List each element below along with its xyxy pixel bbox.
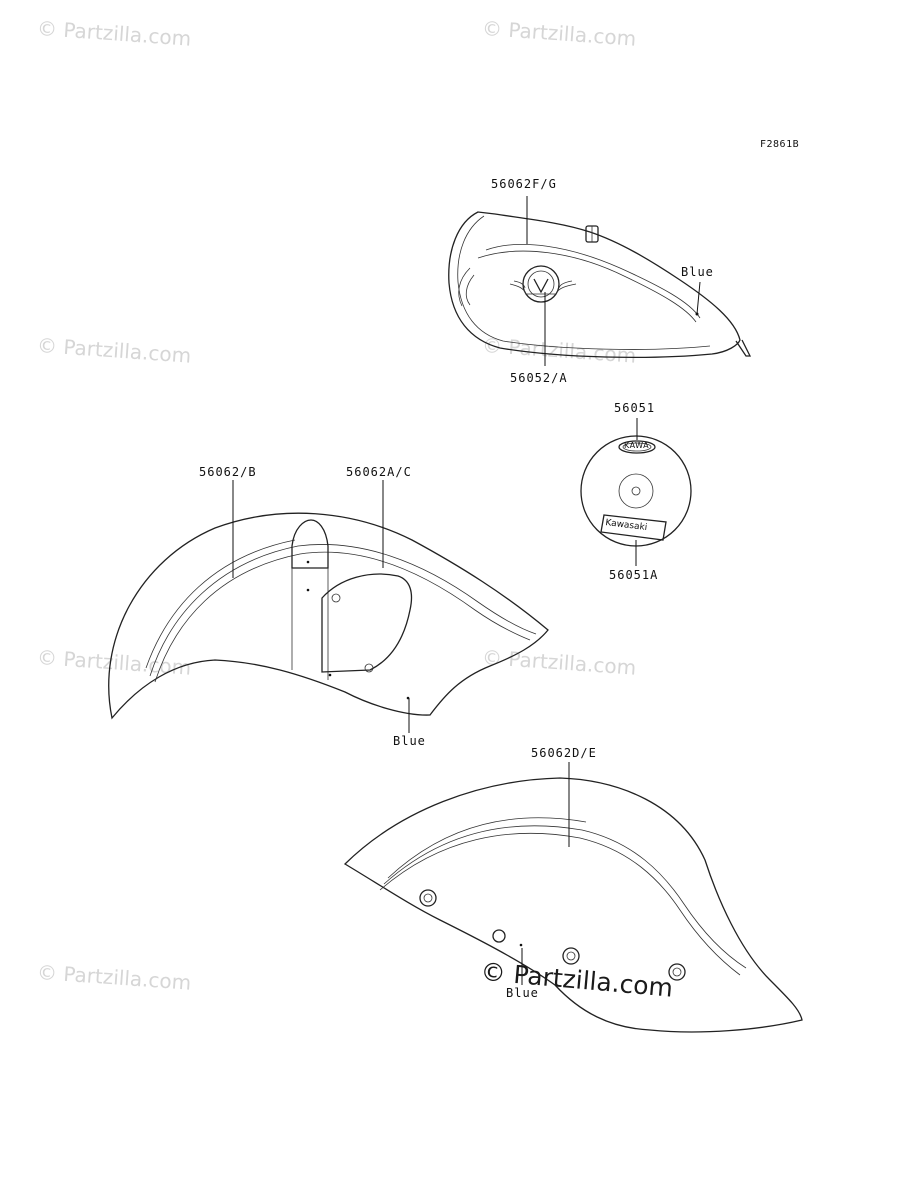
leader-line — [696, 281, 701, 315]
callout-56062ac[interactable]: 56062A/C — [346, 465, 412, 479]
callout-56062de[interactable]: 56062D/E — [531, 746, 597, 760]
callout-56052a[interactable]: 56052/A — [510, 371, 568, 385]
callout-56051a[interactable]: 56051A — [609, 568, 659, 582]
callout-tank-color: Blue — [681, 265, 714, 279]
cover-top-badge: KAWA — [624, 441, 650, 450]
front-fender — [108, 512, 549, 720]
callout-rear-fender-color: Blue — [506, 986, 539, 1000]
round-cover — [580, 435, 692, 547]
callout-front-fender-color: Blue — [393, 734, 426, 748]
callout-56062fg[interactable]: 56062F/G — [491, 177, 557, 191]
figure-code: F2861B — [760, 139, 800, 150]
callout-56062b[interactable]: 56062/B — [199, 465, 257, 479]
rear-fender — [343, 777, 803, 1033]
fuel-tank — [448, 211, 752, 359]
callout-56051[interactable]: 56051 — [614, 401, 656, 415]
